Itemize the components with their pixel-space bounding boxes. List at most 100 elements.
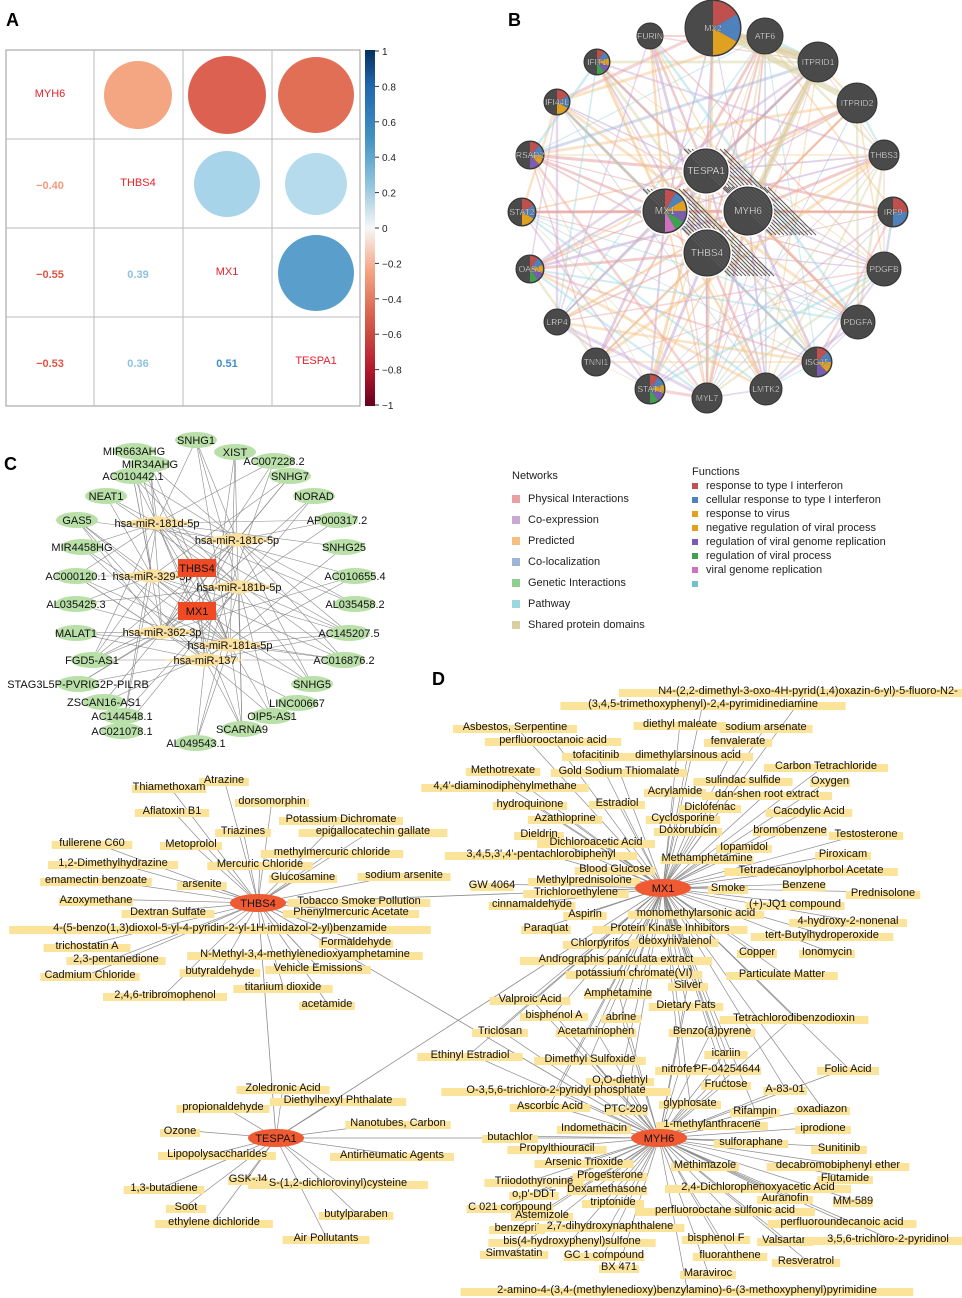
gene-node-itprid2[interactable]: ITPRID2	[836, 82, 878, 124]
chemical-node-1-2-dimethylhydrazine[interactable]: 1,2-Dimethylhydrazine	[47, 857, 179, 869]
chemical-node-bisphenol-f[interactable]: bisphenol F	[681, 1232, 751, 1244]
chemical-node-tobacco-smoke-pollution[interactable]: Tobacco Smoke Pollution	[287, 895, 431, 907]
chemical-node-butylparaben[interactable]: butylparaben	[318, 1208, 394, 1220]
chemical-node-3-5-6-trichloro-2-pyridinol[interactable]: 3,5,6-trichloro-2-pyridinol	[804, 1233, 962, 1245]
chemical-node-triazines[interactable]: Triazines	[215, 825, 271, 837]
chemical-node-tert-butylhydroperoxide[interactable]: tert-Butylhydroperoxide	[750, 929, 894, 941]
chemical-node-dan-shen-root-extract[interactable]: dan-shen root extract	[701, 788, 833, 800]
chemical-node-potassium-chromate-vi[interactable]: potassium chromate(VI)	[565, 967, 703, 979]
lncrna-node-mir34ahg[interactable]: MIR34AHG	[122, 456, 178, 472]
chemical-node-decabromobiphenyl-ether[interactable]: decabromobiphenyl ether	[766, 1159, 910, 1171]
chemical-node-triclosan[interactable]: Triclosan	[472, 1025, 528, 1037]
chemical-node-vehicle-emissions[interactable]: Vehicle Emissions	[265, 962, 371, 974]
chemical-node-chlorpyrifos[interactable]: Chlorpyrifos	[562, 937, 638, 949]
chemical-node-n4-2-2-dimethyl-3-oxo-4h-pyrid-1-4-oxazi[interactable]: N4-(2,2-dimethyl-3-oxo-4H-pyrid(1,4)oxaz…	[618, 685, 962, 697]
gene-node-furin[interactable]: FURIN	[636, 22, 664, 50]
chemical-node-valsartan[interactable]: Valsartan	[757, 1234, 813, 1246]
chemical-node-ionomycin[interactable]: Ionomycin	[799, 946, 855, 958]
chemical-node-methamphetamine[interactable]: Methamphetamine	[660, 852, 754, 864]
chemical-node-propylthiouracil[interactable]: Propylthiouracil	[507, 1142, 607, 1154]
chemical-node-silver[interactable]: Silver	[668, 979, 708, 991]
lncrna-node-ac145207-5[interactable]: AC145207.5	[318, 625, 380, 641]
gene-node-lrp4[interactable]: LRP4	[543, 308, 571, 336]
chemical-node-benzo-a-pyrene[interactable]: Benzo(a)pyrene	[668, 1025, 756, 1037]
chemical-node-dexamethasone[interactable]: Dexamethasone	[566, 1183, 648, 1195]
chemical-node-tetrachlorodibenzodioxin[interactable]: Tetrachlorodibenzodioxin	[719, 1012, 869, 1024]
lncrna-node-ac000120-1[interactable]: AC000120.1	[45, 568, 107, 584]
chemical-node-sulforaphane[interactable]: sulforaphane	[713, 1136, 789, 1148]
chemical-node-epigallocatechin-gallate[interactable]: epigallocatechin gallate	[298, 825, 448, 837]
chemical-node-bis-4-hydroxyphenyl-sulfone[interactable]: bis(4-hydroxyphenyl)sulfone	[488, 1235, 656, 1247]
hub-node-thbs4[interactable]: THBS4	[230, 894, 286, 912]
lncrna-node-ac016876-2[interactable]: AC016876.2	[313, 652, 375, 668]
lncrna-node-oip5-as1[interactable]: OIP5-AS1	[247, 708, 297, 724]
lncrna-node-norad[interactable]: NORAD	[293, 488, 335, 504]
chemical-node-nitrofen[interactable]: nitrofen	[655, 1063, 705, 1075]
chemical-node-acrylamide[interactable]: Acrylamide	[644, 785, 706, 797]
chemical-node-deoxynivalenol[interactable]: deoxynivalenol	[631, 935, 719, 947]
chemical-node-atrazine[interactable]: Atrazine	[199, 774, 249, 786]
chemical-node-cinnamaldehyde[interactable]: cinnamaldehyde	[488, 898, 576, 910]
lncrna-node-snhg7[interactable]: SNHG7	[269, 468, 311, 484]
lncrna-node-snhg5[interactable]: SNHG5	[291, 676, 333, 692]
chemical-node-butyraldehyde[interactable]: butyraldehyde	[179, 965, 261, 977]
chemical-node-propionaldehyde[interactable]: propionaldehyde	[176, 1101, 270, 1113]
lncrna-node-fgd5-as1[interactable]: FGD5-AS1	[65, 652, 119, 668]
mirna-node-hsa-mir-329-3p[interactable]: hsa-miR-329-3p	[112, 569, 192, 583]
chemical-node-iopamidol[interactable]: Iopamidol	[716, 841, 772, 853]
chemical-node-bx-471[interactable]: BX 471	[599, 1261, 639, 1273]
chemical-node-ethylene-dichloride[interactable]: ethylene dichloride	[155, 1216, 273, 1228]
chemical-node-acetamide[interactable]: acetamide	[299, 998, 355, 1010]
chemical-node-soot[interactable]: Soot	[166, 1201, 206, 1213]
chemical-node-glucosamine[interactable]: Glucosamine	[268, 871, 338, 883]
gene-node-ifi44l[interactable]: IFI44L	[543, 88, 571, 116]
chemical-node-ascorbic-acid[interactable]: Ascorbic Acid	[509, 1100, 591, 1112]
chemical-node-sodium-arsenate[interactable]: sodium arsenate	[719, 721, 813, 733]
chemical-node-jq1-compound[interactable]: (+)-JQ1 compound	[745, 898, 845, 910]
chemical-node-lipopolysaccharides[interactable]: Lipopolysaccharides	[158, 1148, 276, 1160]
chemical-node-arsenic-trioxide[interactable]: Arsenic Trioxide	[534, 1156, 634, 1168]
chemical-node-2-7-dihydroxynaphthalene[interactable]: 2,7-dihydroxynaphthalene	[535, 1220, 685, 1232]
chemical-node-n-methyl-3-4-methylenedioxyamphetamine[interactable]: N-Methyl-3,4-methylenedioxyamphetamine	[187, 948, 423, 960]
chemical-node-2-4-6-tribromophenol[interactable]: 2,4,6-tribromophenol	[103, 989, 227, 1001]
chemical-node-trichostatin-a[interactable]: trichostatin A	[43, 940, 131, 952]
chemical-node-s-1-2-dichlorovinyl-cysteine[interactable]: S-(1,2-dichlorovinyl)cysteine	[248, 1177, 428, 1189]
chemical-node-fluoranthene[interactable]: fluoranthene	[692, 1249, 768, 1261]
chemical-node-dichloroacetic-acid[interactable]: Dichloroacetic Acid	[537, 836, 655, 848]
chemical-node-oxadiazon[interactable]: oxadiazon	[794, 1103, 850, 1115]
chemical-node-estradiol[interactable]: Estradiol	[589, 797, 645, 809]
chemical-node-gold-sodium-thiomalate[interactable]: Gold Sodium Thiomalate	[550, 765, 688, 777]
chemical-node-indomethacin[interactable]: Indomethacin	[556, 1122, 632, 1134]
chemical-node-paraquat[interactable]: Paraquat	[521, 922, 571, 934]
chemical-node-sodium-arsenite[interactable]: sodium arsenite	[357, 869, 451, 881]
gene-node-itprid1[interactable]: ITPRID1	[797, 41, 839, 83]
hub-node-mx1[interactable]: MX1	[635, 879, 691, 897]
lncrna-node-snhg1[interactable]: SNHG1	[175, 432, 217, 448]
chemical-node-ethinyl-estradiol[interactable]: Ethinyl Estradiol	[417, 1049, 523, 1061]
chemical-node-resveratrol[interactable]: Resveratrol	[771, 1255, 841, 1267]
chemical-node-zoledronic-acid[interactable]: Zoledronic Acid	[236, 1082, 330, 1094]
chemical-node-dorsomorphin[interactable]: dorsomorphin	[234, 795, 310, 807]
chemical-node-triiodothyronine[interactable]: Triiodothyronine	[484, 1175, 584, 1187]
chemical-node-3-4-5-trimethoxyphenyl-2-4-pyrimidinedia[interactable]: (3,4,5-trimethoxyphenyl)-2,4-pyrimidined…	[560, 698, 846, 710]
chemical-node-particulate-matter[interactable]: Particulate Matter	[726, 968, 838, 980]
gene-node-mx1[interactable]: MX1	[641, 187, 728, 235]
chemical-node-oxygen[interactable]: Oxygen	[810, 775, 850, 787]
chemical-node-perfluorooctanoic-acid[interactable]: perfluorooctanoic acid	[484, 734, 622, 746]
chemical-node-piroxicam[interactable]: Piroxicam	[815, 848, 871, 860]
mrna-node-mx1[interactable]: MX1	[178, 602, 216, 620]
chemical-node-methimazole[interactable]: Methimazole	[670, 1159, 740, 1171]
chemical-node-phenylmercuric-acetate[interactable]: Phenylmercuric Acetate	[282, 906, 420, 918]
lncrna-node-stag3l5p-pvrig2p-pilrb[interactable]: STAG3L5P-PVRIG2P-PILRB	[7, 676, 149, 692]
mirna-node-hsa-mir-181c-5p[interactable]: hsa-miR-181c-5p	[195, 533, 279, 547]
gene-node-ifit1[interactable]: IFIT1	[583, 48, 611, 76]
chemical-node-2-amino-4-3-4-methylenedioxy-benzylamino[interactable]: 2-amino-4-(3,4-(methylenedioxy)benzylami…	[460, 1284, 914, 1296]
chemical-node-copper[interactable]: Copper	[737, 946, 777, 958]
chemical-node-sunitinib[interactable]: Sunitinib	[811, 1142, 867, 1154]
gene-node-pdgfb[interactable]: PDGFB	[866, 251, 902, 287]
chemical-node-metoprolol[interactable]: Metoprolol	[160, 838, 222, 850]
lncrna-node-ac007228-2[interactable]: AC007228.2	[243, 453, 305, 469]
chemical-node-valproic-acid[interactable]: Valproic Acid	[489, 993, 571, 1005]
chemical-node-a-83-01[interactable]: A-83-01	[763, 1083, 807, 1095]
chemical-node-doxorubicin[interactable]: Doxorubicin	[653, 824, 723, 836]
